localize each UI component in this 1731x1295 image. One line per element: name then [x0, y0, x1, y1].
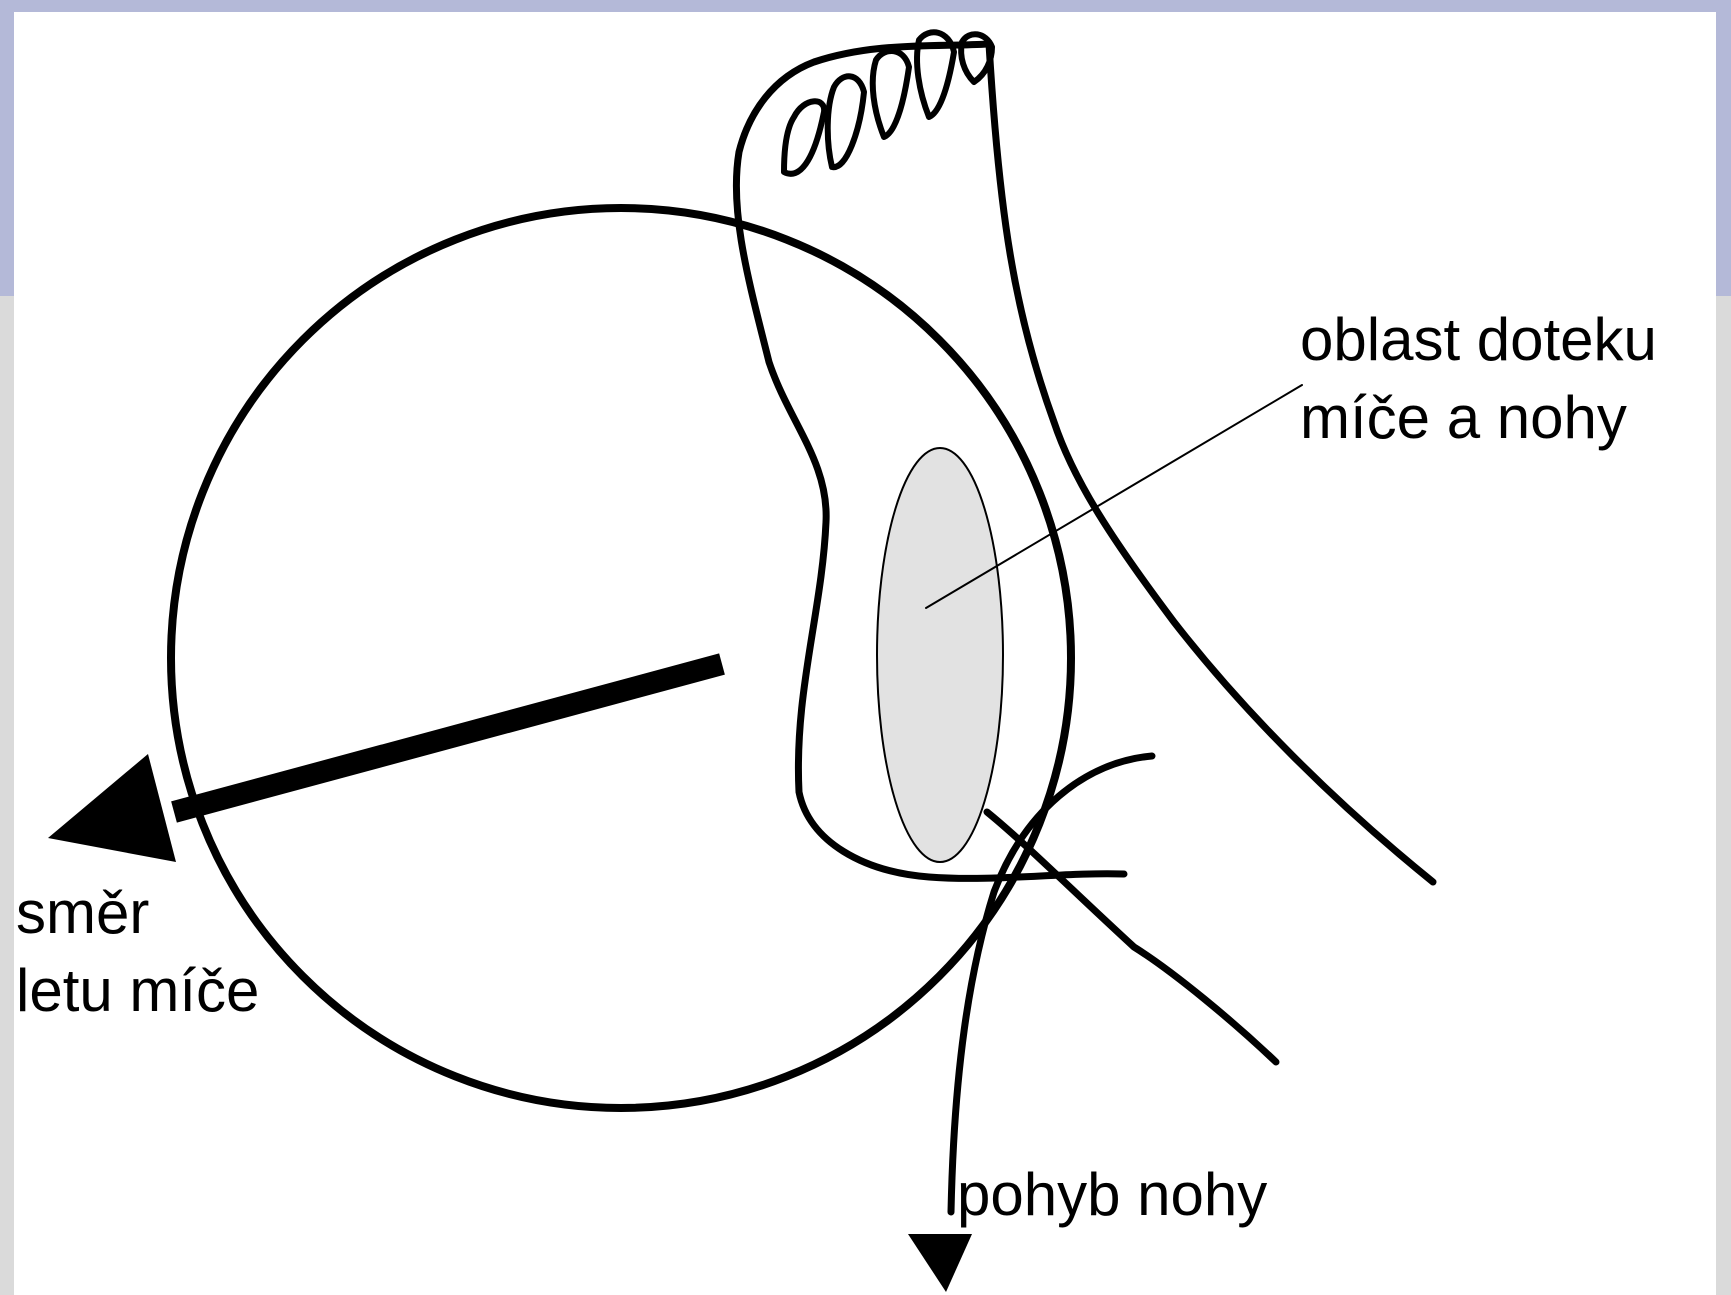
ball-direction-label-line2: letu míče [16, 952, 259, 1030]
contact-leader-line [926, 385, 1302, 608]
foot-motion-label-text: pohyb nohy [957, 1156, 1267, 1234]
contact-area-label: oblast doteku míče a nohy [1300, 301, 1657, 457]
foot-motion-label: pohyb nohy [957, 1156, 1267, 1234]
toe-3 [873, 51, 909, 137]
ball-direction-shaft [174, 664, 722, 812]
contact-area-label-line2: míče a nohy [1300, 379, 1657, 457]
ball-direction-label: směr letu míče [16, 874, 259, 1030]
foot-outline [989, 44, 1433, 882]
foot-motion-curve [951, 756, 1152, 1212]
diagram-canvas: oblast doteku míče a nohy směr letu míče… [14, 12, 1716, 1295]
ball-direction-label-line1: směr [16, 874, 259, 952]
kick-diagram [14, 12, 1716, 1295]
toe-2 [828, 76, 864, 167]
ball-direction-arrowhead [48, 754, 176, 862]
foot-motion-arrowhead [908, 1234, 972, 1292]
contact-area-ellipse [877, 448, 1003, 862]
contact-area-label-line1: oblast doteku [1300, 301, 1657, 379]
shin-line [987, 812, 1276, 1062]
toe-1 [784, 101, 824, 174]
